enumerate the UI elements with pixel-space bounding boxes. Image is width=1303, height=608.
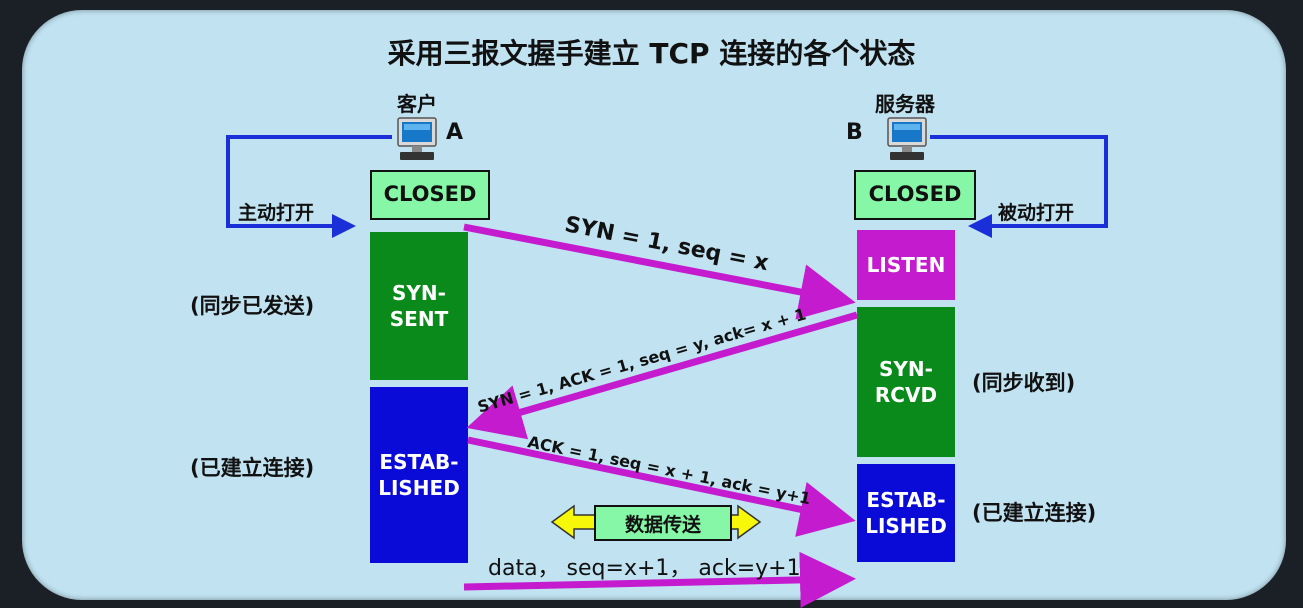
client-state-established: ESTAB- LISHED bbox=[370, 387, 468, 563]
syn-arrow bbox=[463, 223, 856, 320]
client-letter: A bbox=[446, 120, 464, 145]
client-state-syn-sent: SYN- SENT bbox=[370, 232, 468, 380]
server-note-established: (已建立连接) bbox=[972, 501, 1097, 525]
server-state-closed: CLOSED bbox=[854, 170, 976, 220]
client-computer-icon bbox=[397, 117, 437, 160]
diagram-title: 采用三报文握手建立 TCP 连接的各个状态 bbox=[387, 37, 916, 70]
data-message-label: data， seq=x+1， ack=y+1 bbox=[488, 556, 801, 581]
server-state-established: ESTAB- LISHED bbox=[857, 464, 955, 562]
server-letter: B bbox=[846, 120, 863, 145]
server-note-syn-rcvd: (同步收到) bbox=[972, 371, 1076, 395]
client-note-syn-sent: (同步已发送) bbox=[190, 294, 315, 318]
data-transfer-label: 数据传送 bbox=[594, 505, 732, 541]
client-name: 客户 bbox=[397, 92, 437, 116]
client-note-established: (已建立连接) bbox=[190, 456, 315, 480]
server-open-loop-arrow bbox=[930, 135, 1108, 238]
server-state-syn-rcvd: SYN- RCVD bbox=[857, 307, 955, 457]
ack-arrow bbox=[467, 436, 856, 537]
data-arrow bbox=[463, 551, 856, 608]
server-computer-icon bbox=[887, 117, 927, 160]
server-action-label: 被动打开 bbox=[998, 202, 1075, 224]
client-state-closed: CLOSED bbox=[370, 170, 490, 220]
server-state-listen: LISTEN bbox=[857, 230, 955, 300]
server-name: 服务器 bbox=[875, 92, 935, 116]
client-action-label: 主动打开 bbox=[238, 202, 315, 224]
syn-ack-arrow bbox=[466, 311, 858, 440]
client-open-loop-arrow bbox=[226, 135, 392, 238]
diagram-panel bbox=[22, 10, 1286, 600]
